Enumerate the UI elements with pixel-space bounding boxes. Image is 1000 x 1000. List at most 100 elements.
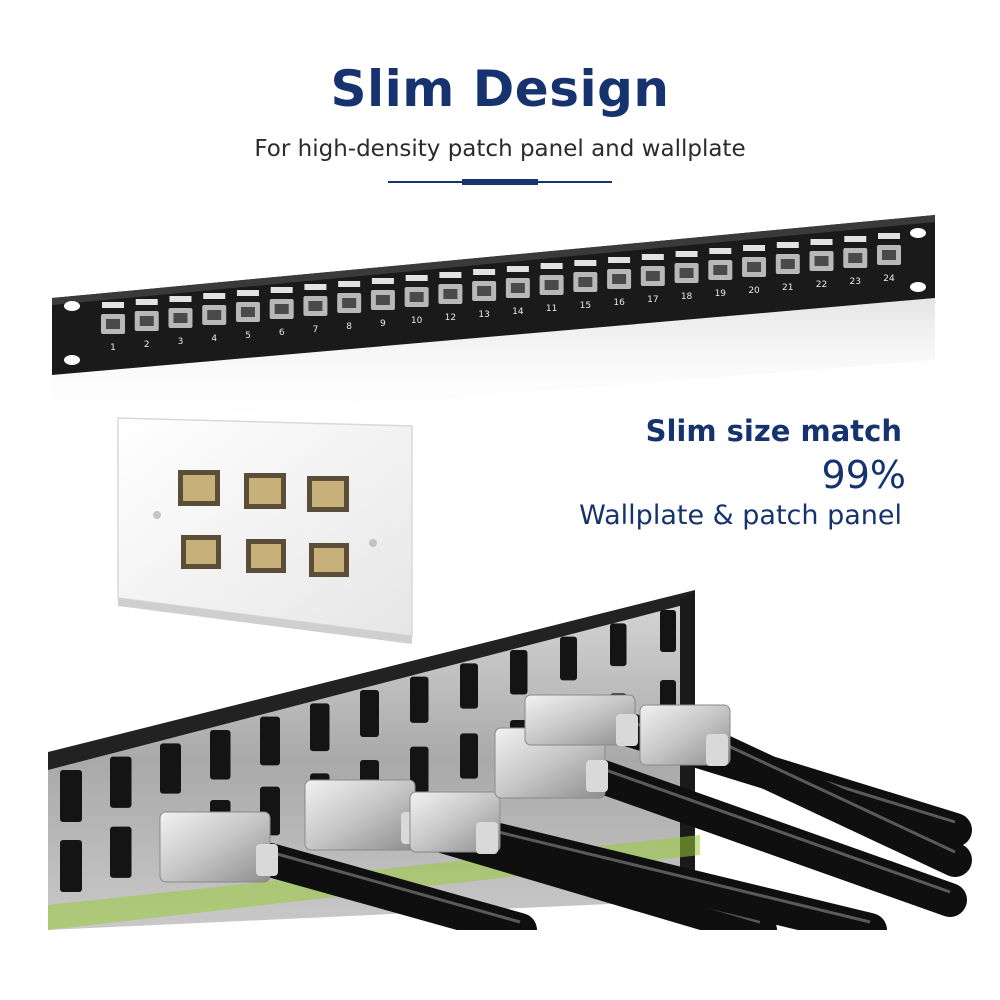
rj45-port-opening [477,286,492,296]
rj45-port-opening [679,268,694,278]
cable-highlight [489,828,871,924]
keystone-slot [110,756,132,808]
port-number: 2 [144,340,150,350]
cable-highlight [269,850,521,924]
wallplate [117,417,413,644]
ethernet-cable [583,759,967,917]
rj45-port-opening [645,271,660,281]
keystone-slot [260,716,280,766]
mount-hole-right [910,228,926,238]
rj45-port-opening [882,250,896,260]
port-label-slot [641,254,664,260]
rj45-port-opening [443,289,458,299]
rj45-port-opening [409,292,424,302]
port-number: 7 [313,325,319,335]
port-label-slot [776,242,799,248]
rj45-port-opening [713,265,728,275]
keystone-slot [60,770,82,822]
port-number: 20 [748,286,760,296]
cable-boot [616,714,638,746]
keystone-slot [310,703,330,752]
port-label-slot [439,272,462,278]
port-number: 18 [681,292,693,302]
cable-boot [706,734,728,766]
callout-percentage: 99% [821,453,906,497]
keystone-slot [410,676,429,723]
rj45-port-opening [274,304,289,314]
port-number: 24 [883,274,895,284]
port-label-slot [540,263,563,269]
port-number: 15 [580,301,591,311]
keystone-slot [210,730,231,780]
ethernet-cable [473,821,887,947]
port-label-slot [405,275,428,281]
port-label-slot [608,257,631,263]
cable-highlight [719,740,956,854]
port-label-slot [135,299,158,305]
rj45-port-opening [780,259,795,269]
port-number: 22 [816,280,827,290]
port-label-slot [844,236,867,242]
cable-boot [586,760,608,792]
port-number: 21 [782,283,793,293]
rj45-port-opening [207,310,222,320]
keystone-slot [410,746,429,793]
port-label-slot [810,239,833,245]
rj45-port-opening [814,256,829,266]
port-number: 13 [478,310,489,320]
keystone-slot [560,636,577,681]
keystone-slot [610,623,627,667]
port-number: 4 [211,334,217,344]
rj45-port-opening [848,253,863,263]
port-label-slot [473,269,496,275]
port-number: 16 [613,298,625,308]
callout-heading: Slim size match [645,414,902,448]
port-number: 5 [245,331,251,341]
cable-highlight [599,766,951,894]
rj45-port-opening [544,280,559,290]
page-subtitle: For high-density patch panel and wallpla… [254,136,746,162]
cable-boot [476,822,498,854]
port-label-slot [169,296,192,302]
port-number: 3 [178,337,184,347]
port-number: 11 [546,304,557,314]
port-label-slot [709,248,732,254]
port-label-slot [574,260,597,266]
port-number: 19 [715,289,727,299]
rj45-port-opening [375,295,390,305]
rj45-port-opening [173,313,188,323]
port-label-slot [270,287,293,293]
keystone-modules [159,694,972,947]
page-title: Slim Design [330,60,670,118]
port-number: 17 [647,295,658,305]
port-number: 12 [445,313,456,323]
port-label-slot [675,251,698,257]
keystone-slot [360,690,379,737]
keystone-jack [178,470,349,577]
port-number: 10 [411,316,423,326]
port-label-slot [102,302,124,308]
callout-caption: Wallplate & patch panel [579,500,902,531]
rj45-port-opening [240,307,255,317]
cable-boot [256,844,278,876]
rj45-port-opening [139,316,154,326]
keystone-slot [110,826,132,878]
keystone-slot [460,733,478,779]
port-label-slot [371,278,394,284]
port-number: 6 [279,328,285,338]
keystone-module [304,779,416,851]
keystone-module [159,811,271,883]
rj45-port-opening [510,283,525,293]
mount-hole-left [64,301,80,311]
port-label-slot [878,233,900,239]
keystone-slot [160,743,181,794]
port-number: 8 [346,322,352,332]
keystone-slot [660,610,676,652]
title-divider-accent [462,179,538,185]
rj45-port-opening [106,319,120,329]
ethernet-cable [253,843,537,947]
rj45-port-opening [578,277,593,287]
